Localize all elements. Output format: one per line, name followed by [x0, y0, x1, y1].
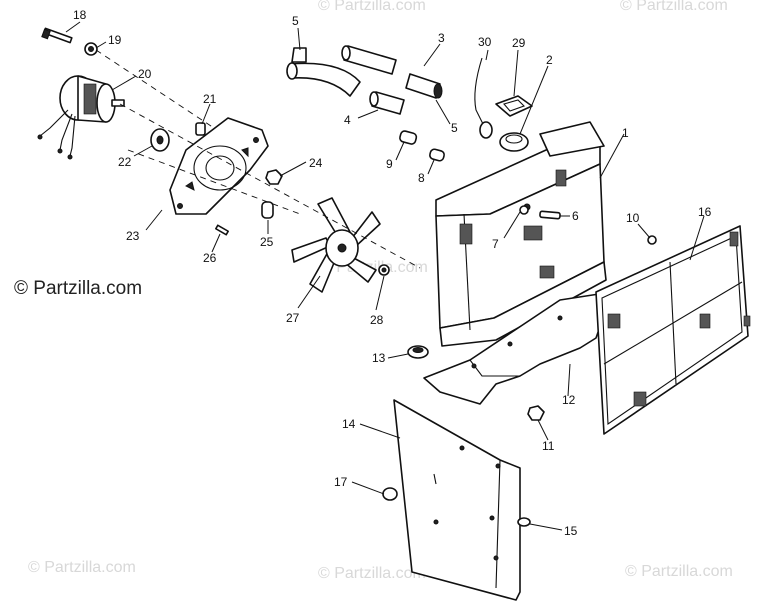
part-26-screw[interactable]: [215, 224, 229, 236]
callout-29: 29: [512, 36, 526, 50]
part-19-nut[interactable]: [84, 42, 98, 56]
part-12-bracket[interactable]: [423, 291, 613, 405]
part-5-hose-short[interactable]: [405, 73, 443, 99]
callout-23: 23: [126, 229, 140, 243]
callout-22: 22: [118, 155, 132, 169]
part-23-mounting-plate[interactable]: [169, 117, 269, 215]
part-6-bolt[interactable]: [539, 210, 561, 220]
callout-26: 26: [203, 251, 217, 265]
callout-6: 6: [572, 209, 579, 223]
part-7-washer[interactable]: [519, 205, 529, 215]
part-30-overflow-tube[interactable]: [474, 57, 493, 139]
part-13-grommet[interactable]: [407, 345, 429, 359]
callout-21: 21: [203, 92, 217, 106]
callout-11: 11: [542, 439, 555, 453]
callout-13: 13: [372, 351, 386, 365]
part-1-radiator[interactable]: [435, 121, 607, 347]
callout-28: 28: [370, 313, 384, 327]
part-24-nut[interactable]: [265, 169, 283, 185]
watermark-main: © Partzilla.com: [14, 278, 142, 299]
assembly-axis-line: [127, 149, 301, 215]
callout-27: 27: [286, 311, 300, 325]
assembly-axis-line: [119, 103, 421, 269]
callout-7: 7: [492, 237, 499, 251]
callout-4: 4: [344, 113, 351, 127]
callout-3: 3: [438, 31, 445, 45]
part-22-bushing[interactable]: [150, 128, 170, 152]
callout-1: 1: [622, 126, 629, 140]
watermark-bottom-right: © Partzilla.com: [625, 563, 733, 580]
watermark-faint-group: © Partzilla.com © Partzilla.com © Partzi…: [28, 0, 733, 582]
callout-10: 10: [626, 211, 640, 225]
callout-24: 24: [309, 156, 323, 170]
callout-17: 17: [334, 475, 348, 489]
callout-5-lower: 5: [451, 121, 458, 135]
part-9-fitting[interactable]: [399, 130, 418, 145]
callout-14: 14: [342, 417, 356, 431]
watermark-bottom-left: © Partzilla.com: [28, 559, 136, 576]
part-14-shroud[interactable]: [393, 399, 521, 601]
callout-2: 2: [546, 53, 553, 67]
watermark-top-center: © Partzilla.com: [318, 0, 426, 14]
callout-12: 12: [562, 393, 576, 407]
part-20-fan-motor[interactable]: [37, 75, 125, 160]
callout-25: 25: [260, 235, 274, 249]
part-21-stud[interactable]: [195, 122, 206, 136]
part-3-hose[interactable]: [341, 45, 397, 75]
leader-lines: [65, 21, 705, 531]
part-15-screw[interactable]: [517, 517, 531, 527]
part-18-bolt[interactable]: [41, 27, 73, 44]
assembly-axis-line: [95, 49, 215, 129]
part-4-hose[interactable]: [369, 91, 405, 115]
part-27-fan-blade[interactable]: [291, 197, 381, 293]
callout-20: 20: [138, 67, 152, 81]
callout-19: 19: [108, 33, 122, 47]
callout-30: 30: [478, 35, 492, 49]
callout-5-upper: 5: [292, 14, 299, 28]
part-2-radiator-cap[interactable]: [499, 132, 529, 152]
part-28-nut[interactable]: [378, 264, 390, 276]
callout-9: 9: [386, 157, 393, 171]
callout-16: 16: [698, 205, 712, 219]
part-29-gasket[interactable]: [495, 95, 533, 117]
part-16-screen-panel[interactable]: [595, 225, 751, 435]
watermark-top-right: © Partzilla.com: [620, 0, 728, 14]
part-8-fitting[interactable]: [429, 148, 445, 162]
part-5-hose-curved[interactable]: [286, 47, 361, 97]
callout-labels: 18 19 20 21 22 24 23 25 26 27 28 5 3 30 …: [73, 8, 712, 538]
part-25-spacer[interactable]: [261, 201, 274, 219]
callout-8: 8: [418, 171, 425, 185]
callout-15: 15: [564, 524, 578, 538]
part-11-nut[interactable]: [527, 405, 545, 421]
callout-18: 18: [73, 8, 87, 22]
watermark-bottom-center: © Partzilla.com: [318, 565, 426, 582]
